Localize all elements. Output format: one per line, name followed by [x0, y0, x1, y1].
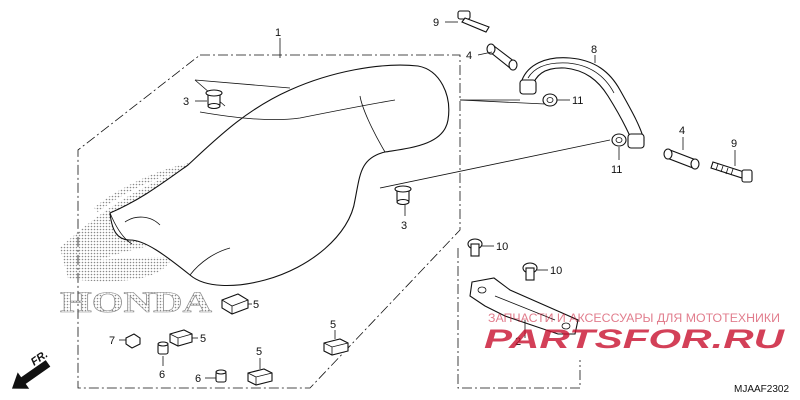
cushion-6a — [157, 341, 169, 355]
washer-lower — [611, 133, 627, 147]
grab-rail — [519, 57, 645, 149]
callout-6b: 6 — [195, 373, 201, 385]
bolt-10-right — [522, 262, 538, 281]
callout-10-right: 10 — [550, 265, 562, 277]
clip-5a — [221, 293, 249, 315]
callout-1: 1 — [275, 27, 281, 39]
callout-4-upper: 4 — [466, 50, 472, 62]
callout-3-lower: 3 — [401, 220, 407, 232]
washer-upper — [542, 93, 558, 107]
nut-7 — [125, 333, 141, 349]
clip-5c — [323, 338, 349, 356]
seat-group-boundary — [77, 54, 461, 389]
callout-5d: 5 — [256, 346, 262, 358]
clip-5b — [169, 329, 193, 347]
grommet-upper — [205, 89, 223, 110]
callout-5c: 5 — [330, 319, 336, 331]
watermark-site: PARTSFOR.RU — [484, 324, 786, 354]
callout-5b: 5 — [200, 333, 206, 345]
callout-11-upper: 11 — [572, 95, 583, 107]
callout-2: 2 — [515, 336, 521, 348]
callout-7: 7 — [109, 335, 115, 347]
seat-bracket — [469, 277, 579, 335]
bolt-lower — [710, 161, 753, 183]
bolt-10-left — [467, 238, 483, 257]
callout-6a: 6 — [159, 369, 165, 381]
callout-9-upper: 9 — [433, 17, 439, 29]
clip-5d — [247, 368, 273, 386]
callout-5a: 5 — [253, 299, 259, 311]
callout-10-left: 10 — [496, 241, 508, 253]
callout-8: 8 — [591, 44, 597, 56]
bracket-group-boundary — [457, 248, 581, 389]
grommet-lower — [394, 185, 412, 206]
callout-4-lower: 4 — [679, 125, 685, 137]
bolt-upper — [457, 10, 490, 33]
diagram-code: MJAAF2302 — [734, 384, 789, 395]
cushion-6b — [215, 369, 227, 383]
callout-11-lower: 11 — [611, 164, 622, 176]
seat — [109, 64, 450, 287]
callout-9-lower: 9 — [731, 138, 737, 150]
watermark-subtitle: ЗАПЧАСТИ И АКСЕССУАРЫ ДЛЯ МОТОТЕХНИКИ — [488, 313, 780, 325]
honda-wordmark: HONDA — [60, 286, 212, 319]
callout-3-upper: 3 — [183, 96, 189, 108]
collar-upper — [486, 43, 518, 71]
collar-lower — [663, 148, 700, 170]
front-arrow — [11, 360, 51, 389]
